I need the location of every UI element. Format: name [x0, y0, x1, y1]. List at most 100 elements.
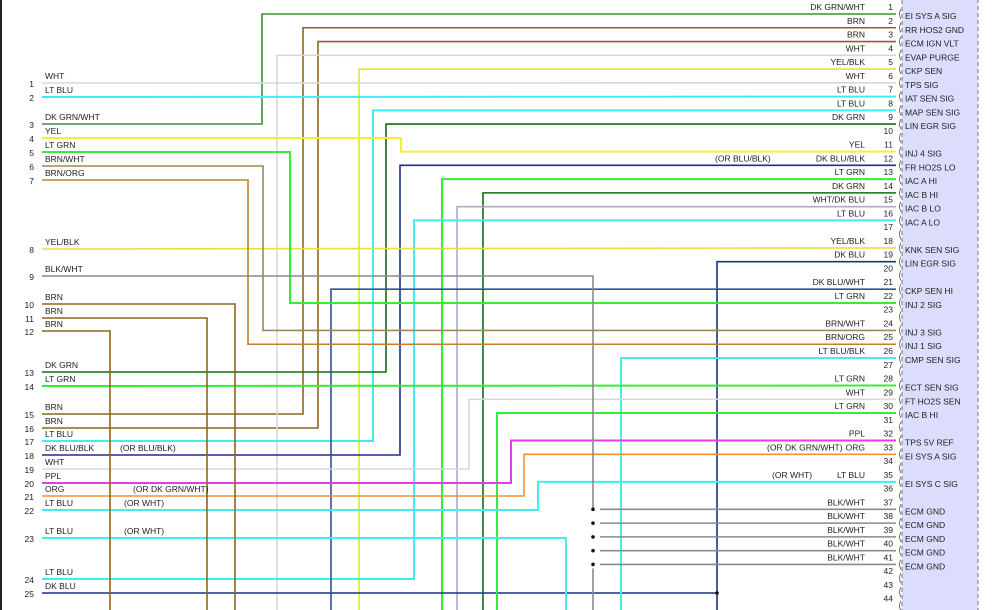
pin-terminal-icon — [899, 311, 902, 322]
pin-wire-color-label: BRN/WHT — [825, 318, 865, 328]
connector-pin-number: 35 — [884, 470, 894, 480]
left-pin-number: 14 — [25, 382, 35, 392]
connector-pin-number: 30 — [884, 401, 894, 411]
pin-terminal-icon — [899, 559, 902, 570]
left-pin-number: 23 — [25, 534, 35, 544]
pin-terminal-icon — [899, 586, 902, 598]
pin-function-label: LIN EGR SIG — [905, 259, 956, 269]
left-wire-color-label: BRN/ORG — [45, 168, 85, 178]
pin-function-label: ECM IGN VLT — [905, 39, 959, 49]
left-wire-color-label: WHT — [45, 71, 64, 81]
wire-pin21 — [330, 288, 896, 610]
left-wire-color-label: ORG — [45, 484, 64, 494]
pin-wire-color-label: DK GRN — [832, 181, 865, 191]
pin-wire-color-label: PPL — [849, 429, 865, 439]
pin-wire-color-label: WHT — [846, 387, 865, 397]
wire-pin24 — [42, 165, 896, 332]
pin-wire-alt-color-note: (OR BLU/BLK) — [715, 153, 771, 163]
pin-terminal-icon — [899, 36, 902, 47]
left-pin-number: 11 — [25, 314, 34, 324]
left-pin-number: 17 — [25, 437, 35, 447]
connector-pin-number: 25 — [884, 332, 894, 342]
left-pin-number: 10 — [25, 300, 35, 310]
pin-terminal-icon — [899, 380, 902, 391]
left-wire-color-label: YEL/BLK — [45, 237, 80, 247]
pin-function-label: ECM GND — [905, 534, 945, 544]
left-pin-number: 3 — [29, 120, 34, 130]
wire-pin30 — [496, 412, 896, 610]
connector-pin-number: 20 — [884, 263, 894, 273]
connector-pin-number: 18 — [884, 236, 894, 246]
left-wire-color-label: BRN — [45, 416, 63, 426]
pin-terminal-icon — [899, 600, 902, 610]
pin-wire-color-label: BLK/WHT — [827, 525, 865, 535]
pin-terminal-icon — [899, 297, 902, 309]
connector-pin-number: 12 — [884, 153, 894, 163]
connector-pin-number: 36 — [884, 484, 894, 494]
left-pin-number: 9 — [29, 272, 34, 282]
pin-wire-alt-color-note: (OR DK GRN/WHT) — [767, 442, 843, 452]
left-wire-alt-color-note: (OR WHT) — [124, 526, 164, 536]
left-wire-color-label: LT BLU — [45, 85, 73, 95]
left-wire-color-label: LT BLU — [45, 498, 73, 508]
left-border — [0, 0, 2, 610]
wire-pin2 — [42, 26, 896, 415]
wire-pin35 — [42, 480, 896, 511]
pin-wire-color-label: BRN — [847, 16, 865, 26]
connector-pin-number: 17 — [884, 222, 894, 232]
pin-function-label: TPS 5V REF — [905, 438, 954, 448]
pin-terminal-icon — [899, 242, 902, 254]
pin-wire-color-label: LT BLU/BLK — [819, 346, 866, 356]
pin-function-label: LIN EGR SIG — [905, 121, 956, 131]
pin-terminal-icon — [899, 63, 902, 75]
connector-pin-number: 40 — [884, 539, 894, 549]
left-wire-color-label: PPL — [45, 471, 61, 481]
wire-pin26 — [620, 357, 896, 610]
pin-terminal-icon — [899, 352, 902, 364]
left-wire-color-label: DK BLU/BLK — [45, 443, 94, 453]
pin-terminal-icon — [899, 228, 902, 240]
pin-wire-color-label: LT GRN — [835, 167, 865, 177]
left-pin-number: 5 — [29, 148, 34, 158]
connector-pin-number: 4 — [888, 43, 893, 53]
connector-pin-number: 26 — [884, 346, 894, 356]
connector-pin-number: 8 — [888, 98, 893, 108]
pin-function-label: ECM GND — [905, 506, 945, 516]
pin-wire-color-label: LT GRN — [835, 374, 865, 384]
pin-terminal-icon — [899, 187, 902, 199]
pin-wire-color-label: DK GRN — [832, 112, 865, 122]
splice-dot — [591, 535, 595, 539]
pin-wire-color-label: BRN — [847, 30, 865, 40]
connector-pin-number: 5 — [888, 57, 893, 67]
connector-pin-number: 42 — [884, 566, 894, 576]
pin-terminal-icon — [899, 435, 902, 446]
connector-pin-number: 16 — [884, 208, 894, 218]
left-wire-color-label: BRN/WHT — [45, 154, 85, 164]
connector-pin-number: 39 — [884, 525, 894, 535]
connector-pin-number: 19 — [884, 250, 894, 260]
pin-function-label: CMP SEN SIG — [905, 355, 961, 365]
pin-function-label: ECM GND — [905, 548, 945, 558]
connector-pin-number: 28 — [884, 374, 894, 384]
left-wire-color-label: LT BLU — [45, 567, 73, 577]
pin-terminal-icon — [899, 394, 902, 405]
left-wire-alt-color-note: (OR DK GRN/WHT) — [133, 484, 209, 494]
connector-pin-number: 41 — [884, 552, 894, 562]
pin-function-label: IAC B HI — [905, 190, 938, 200]
pin-wire-color-label: WHT — [846, 43, 865, 53]
wire-pin19 — [716, 260, 896, 610]
pin-terminal-icon — [899, 256, 902, 267]
left-wire-color-label: WHT — [45, 457, 64, 467]
connector-pin-number: 27 — [884, 360, 894, 370]
pin-wire-color-label: LT GRN — [835, 401, 865, 411]
pin-terminal-icon — [899, 91, 902, 102]
pin-wire-color-label: BLK/WHT — [827, 511, 865, 521]
pin-terminal-icon — [899, 462, 902, 474]
pin-function-label: EI SYS A SIG — [905, 451, 957, 461]
pin-terminal-icon — [899, 490, 902, 501]
pin-wire-alt-color-note: (OR WHT) — [772, 470, 812, 480]
wire-pin13 — [441, 178, 896, 610]
left-wire-color-label: BRN — [45, 306, 63, 316]
left-pin-number: 22 — [25, 506, 35, 516]
connector-pin-number: 29 — [884, 387, 894, 397]
